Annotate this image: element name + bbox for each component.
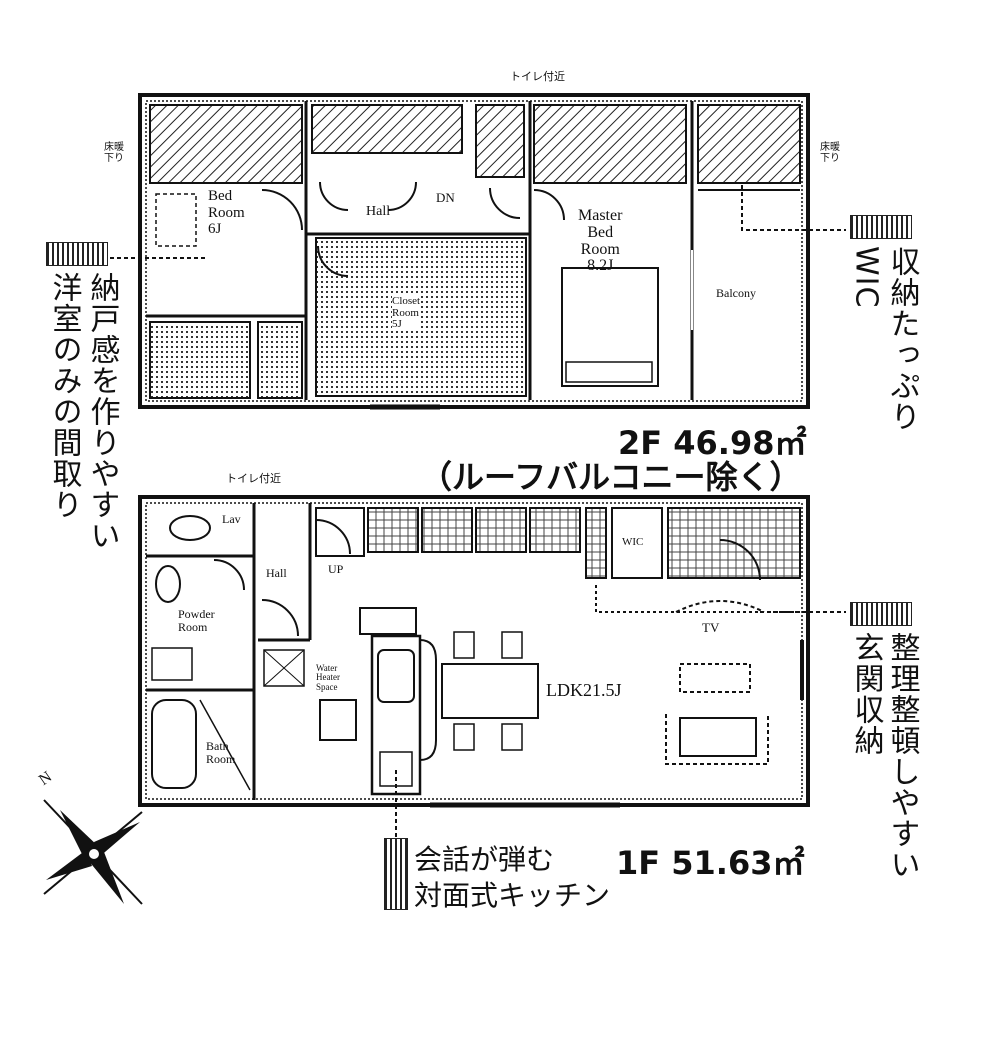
callout-right-top-line2: WIC <box>848 246 884 309</box>
room-1f-water-heater: Water Heater Space <box>316 663 340 692</box>
room-2f-master: Master Bed Room 8.2J <box>578 207 623 275</box>
callout-left-line1: 納戸感を作りやすい <box>84 272 120 551</box>
toilet-note-1f: トイレ付近 <box>226 473 281 485</box>
floor-2f-note-label: （ルーフバルコニー除く） <box>420 458 802 496</box>
callout-kitchen-line1: 会話が弾む <box>414 843 555 876</box>
callout-swatch-kitchen <box>384 838 408 910</box>
callout-right-bottom-line2: 玄関収納 <box>848 632 884 756</box>
room-2f-hall: Hall <box>366 204 391 219</box>
room-1f-wic: WIC <box>622 536 644 548</box>
room-1f-hall: Hall <box>266 566 287 580</box>
stub-2f-right: 床暖 下り <box>820 142 840 164</box>
stub-2f-left: 床暖 下り <box>104 142 124 164</box>
room-1f-ldk: LDK21.5J <box>546 680 622 700</box>
callout-kitchen-line2: 対面式キッチン <box>414 879 611 912</box>
floor-2f-area-label: 2F 46.98㎡ <box>618 424 807 462</box>
room-1f-bath: Bath Room <box>206 739 236 767</box>
room-2f-bedroom: Bed Room 6J <box>208 188 245 237</box>
leader-lines <box>110 185 846 840</box>
callout-right-bottom-line1: 整理整頓しやすい <box>884 632 920 880</box>
compass-rose-icon <box>43 799 143 905</box>
callout-swatch-left <box>46 242 108 266</box>
callout-swatch-right-top <box>850 215 912 239</box>
callout-left-line2: 洋室のみの間取り <box>46 272 82 520</box>
callout-swatch-right-bottom <box>850 602 912 626</box>
floor-1f-area-label: 1F 51.63㎡ <box>616 844 805 882</box>
room-1f-lav: Lav <box>222 512 241 526</box>
room-2f-balcony: Balcony <box>716 286 756 300</box>
room-2f-closet: Closet Room 5J <box>392 295 421 331</box>
floor-1f <box>138 495 810 808</box>
room-1f-tv: TV <box>702 620 720 635</box>
room-2f-dn: DN <box>436 190 455 205</box>
room-1f-up: UP <box>328 562 344 576</box>
room-1f-powder: Powder Room <box>178 607 215 635</box>
toilet-note-2f: トイレ付近 <box>510 71 565 83</box>
callout-right-top-line1: 収納たっぷり <box>884 246 920 432</box>
floor-2f <box>138 93 810 410</box>
